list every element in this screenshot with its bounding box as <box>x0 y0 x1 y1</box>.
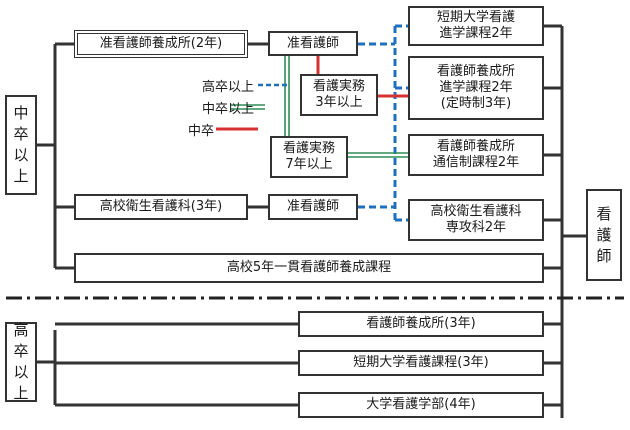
yoseijo-tsushin-box: 看護師養成所 通信制課程2年 <box>408 134 544 176</box>
tanki-shingaku-box: 短期大学看護 進学課程2年 <box>408 6 544 46</box>
tanki-3yr-box: 短期大学看護課程(3年) <box>298 350 544 376</box>
senkoka-box: 高校衛生看護科 専攻科2年 <box>408 199 544 241</box>
experience-7yr-box: 看護実務 7年以上 <box>270 136 348 178</box>
yoseijo-3yr-box: 看護師養成所(3年) <box>298 311 544 337</box>
experience-3yr-box: 看護実務 3年以上 <box>300 74 378 116</box>
kangoshi-box: 看 護 師 <box>586 189 622 281</box>
yoseijo-teiji-box: 看護師養成所 進学課程2年 (定時制3年) <box>408 56 544 120</box>
kosotsu-ijo-label: 高 卒 以 上 <box>5 321 37 402</box>
daigaku-4yr-box: 大学看護学部(4年) <box>298 392 544 418</box>
legend-chusotsu-label: 中卒 <box>187 124 214 139</box>
legend-chusotsu-ijo-label: 中卒以上 <box>201 102 254 117</box>
junkangoshi-box-1: 准看護師 <box>268 31 358 56</box>
koko-5yr-box: 高校5年一貫看護師養成課程 <box>74 253 544 283</box>
junkangoshi-yoseijo-box: 准看護師養成所(2年) <box>74 30 248 58</box>
legend-kosotsu-label: 高卒以上 <box>201 80 254 95</box>
chusotsu-ijo-label: 中 卒 以 上 <box>5 95 37 195</box>
junkangoshi-box-2: 准看護師 <box>268 194 358 220</box>
koko-eisei-box: 高校衛生看護科(3年) <box>74 194 248 220</box>
